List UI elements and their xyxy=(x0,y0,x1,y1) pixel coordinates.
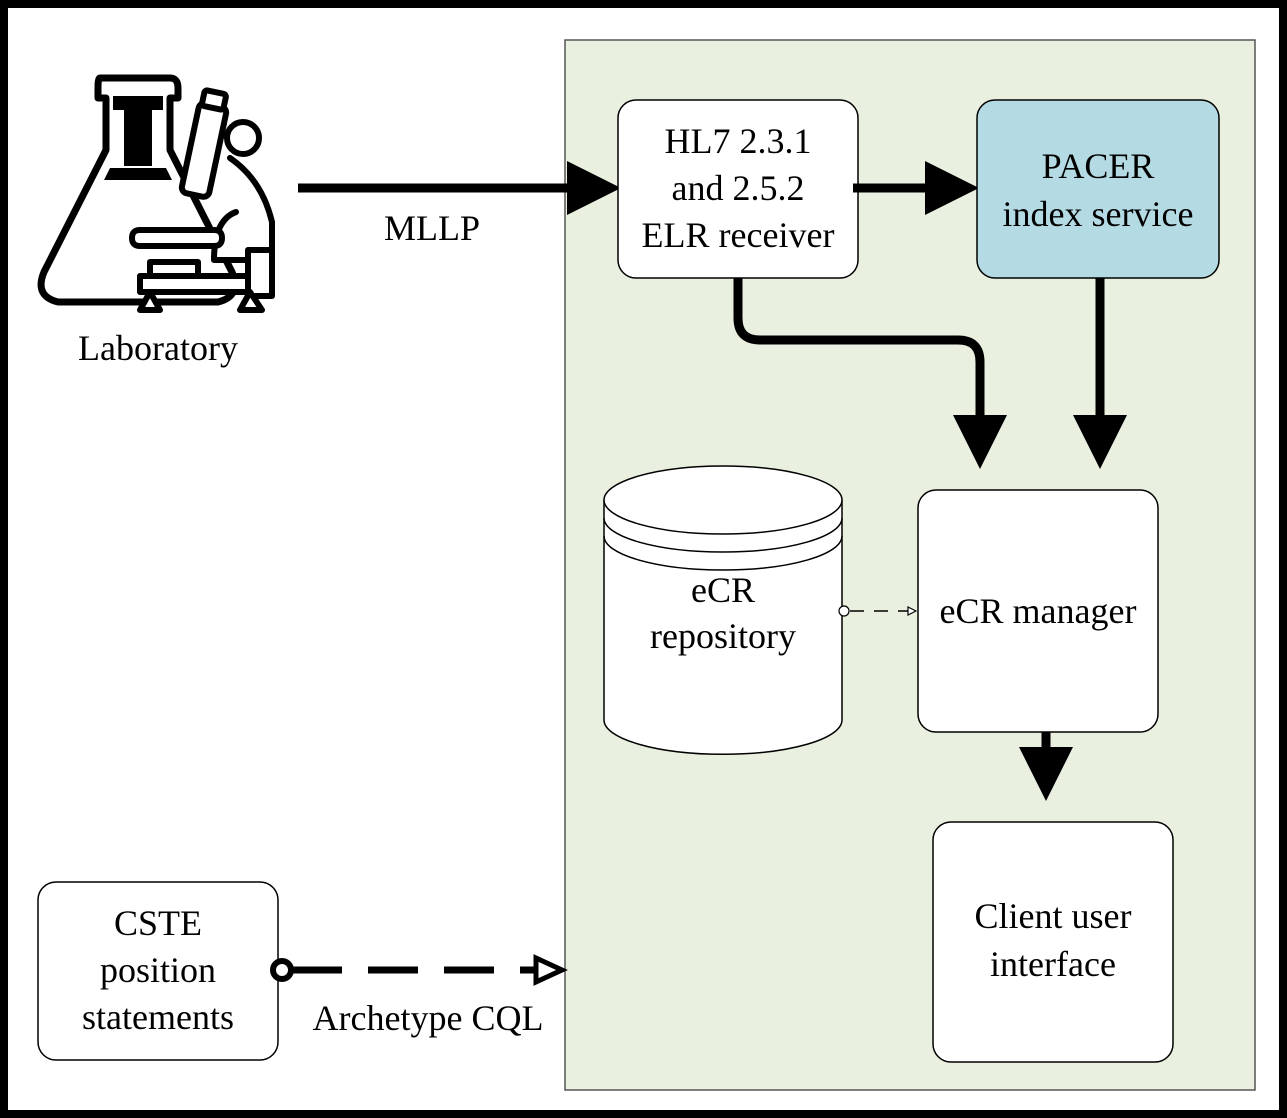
cste-line2: position xyxy=(100,950,216,990)
cste-position-statements-node[interactable]: CSTE position statements xyxy=(37,881,279,1061)
repository-to-manager-connector xyxy=(838,605,916,617)
laboratory-label: Laboratory xyxy=(78,328,238,368)
elr-to-ecr-manager-arrow xyxy=(733,278,1007,469)
pacer-line1: PACER xyxy=(1042,146,1155,186)
mllp-label: MLLP xyxy=(384,208,480,248)
archetype-cql-label: Archetype CQL xyxy=(313,998,544,1038)
elr-receiver-node[interactable]: HL7 2.3.1 and 2.5.2 ELR receiver xyxy=(617,99,859,279)
cste-line3: statements xyxy=(82,997,234,1037)
elr-receiver-line1: HL7 2.3.1 xyxy=(665,121,812,161)
ecr-manager-node[interactable]: eCR manager xyxy=(917,489,1159,733)
archetype-cql-connector xyxy=(270,954,568,986)
ecr-manager-label: eCR manager xyxy=(940,591,1137,631)
client-ui-line1: Client user xyxy=(975,896,1132,936)
pacer-line2: index service xyxy=(1003,194,1194,234)
cste-line1: CSTE xyxy=(114,903,202,943)
ecr-repository-line1: eCR xyxy=(691,570,755,610)
client-ui-line2: interface xyxy=(990,944,1116,984)
ecr-repository-line2: repository xyxy=(650,616,796,656)
ecr-repository-node[interactable]: eCR repository xyxy=(603,465,843,756)
client-user-interface-node[interactable]: Client user interface xyxy=(932,821,1174,1063)
pacer-index-service-node[interactable]: PACER index service xyxy=(976,99,1220,279)
laboratory-flask-microscope-icon xyxy=(37,74,275,313)
elr-receiver-line3: ELR receiver xyxy=(642,215,835,255)
elr-receiver-line2: and 2.5.2 xyxy=(672,168,805,208)
